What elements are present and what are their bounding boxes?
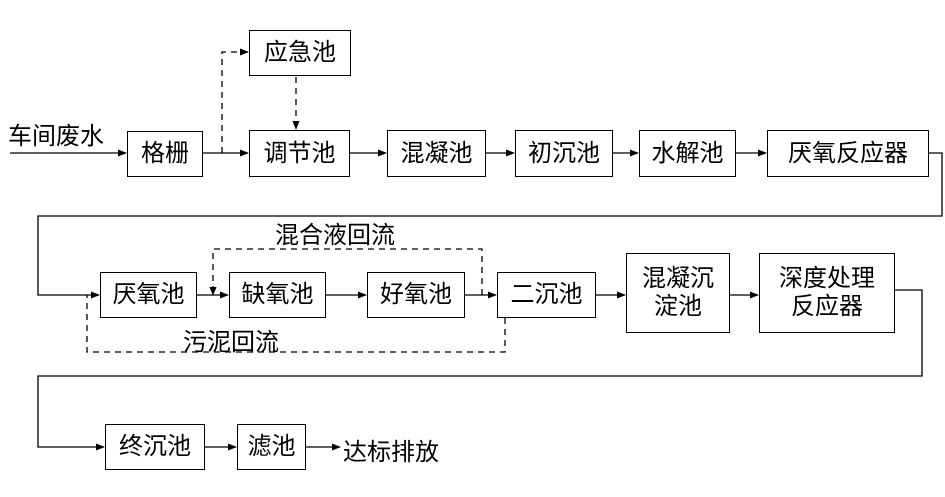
dashed-mixed-liquor-recycle (209, 248, 483, 296)
coagulation-tank-label: 混凝池 (400, 138, 473, 167)
advanced-reactor-label-line2: 反应器 (791, 292, 863, 320)
equalization-tank-label: 调节池 (263, 138, 336, 167)
emergency-tank-box: 应急池 (249, 30, 351, 76)
primary-settling-box: 初沉池 (515, 130, 613, 177)
emergency-tank-label: 应急池 (264, 38, 336, 67)
coag-settling-label-line1: 混凝沉 (642, 264, 714, 293)
final-settling-label: 终沉池 (119, 432, 191, 461)
screen-box: 格栅 (127, 131, 203, 177)
outlet-label: 达标排放 (343, 438, 439, 466)
anaerobic-reactor-box: 厌氧反应器 (767, 130, 929, 177)
advanced-treatment-reactor-box: 深度处理 反应器 (759, 253, 895, 333)
sludge-recycle-label: 污泥回流 (183, 328, 279, 356)
dashed-sludge-recycle (86, 295, 506, 353)
advanced-reactor-label-line1: 深度处理 (779, 264, 875, 293)
final-settling-box: 终沉池 (105, 424, 205, 470)
filter-tank-label: 滤池 (247, 432, 296, 461)
primary-settling-label: 初沉池 (528, 138, 600, 167)
equalization-tank-box: 调节池 (249, 130, 350, 177)
anaerobic-reactor-label: 厌氧反应器 (788, 138, 908, 167)
secondary-settling-label: 二沉池 (510, 280, 583, 309)
coagulation-tank-box: 混凝池 (387, 130, 486, 177)
coag-settling-label-line2: 淀池 (654, 292, 702, 320)
mixed-liquor-recycle-label: 混合液回流 (275, 221, 395, 249)
hydrolysis-tank-box: 水解池 (639, 130, 736, 177)
aerobic-tank-box: 好氧池 (367, 272, 465, 318)
secondary-settling-box: 二沉池 (497, 272, 596, 318)
anaerobic-tank-label: 厌氧池 (112, 280, 185, 309)
aerobic-tank-label: 好氧池 (380, 280, 452, 309)
filter-tank-box: 滤池 (237, 424, 306, 470)
hydrolysis-tank-label: 水解池 (651, 138, 724, 167)
anaerobic-tank-box: 厌氧池 (100, 272, 197, 318)
dashed-arrow-to-emergency (221, 48, 249, 153)
arrow-advanced-to-final-settling (37, 289, 923, 451)
arrow-reactor-to-anaerobic-tank (37, 152, 943, 299)
screen-label: 格栅 (141, 139, 189, 168)
anoxic-tank-label: 缺氧池 (241, 280, 314, 309)
anoxic-tank-box: 缺氧池 (229, 272, 326, 318)
inlet-label: 车间废水 (8, 122, 104, 150)
coag-settling-box: 混凝沉 淀池 (626, 253, 730, 333)
